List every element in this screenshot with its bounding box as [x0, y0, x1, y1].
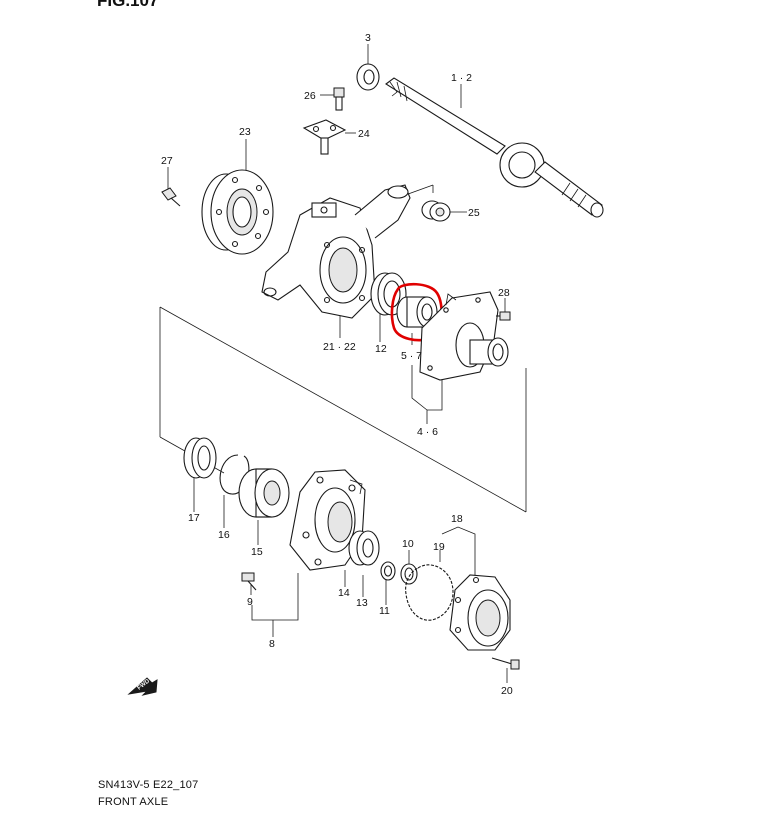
part-10-washer: [400, 563, 418, 585]
label-12: 12: [375, 343, 387, 355]
label-10: 10: [402, 538, 414, 550]
label-23: 23: [239, 126, 251, 138]
label-3: 3: [365, 32, 371, 44]
forward-direction-arrow: FWD: [127, 677, 158, 696]
label-26: 26: [304, 90, 316, 102]
label-8: 8: [269, 638, 275, 650]
label-17: 17: [188, 512, 200, 524]
part-25-bearing: [421, 200, 451, 222]
part-4-6-spindle: [419, 291, 509, 381]
part-24-plate: [302, 119, 347, 155]
label-21-22: 21 · 22: [323, 341, 356, 353]
part-11-ring: [380, 561, 396, 581]
part-23-housing: [201, 169, 274, 255]
diagram-title: FRONT AXLE: [98, 796, 169, 808]
part-17-seal: [183, 437, 217, 479]
label-25: 25: [468, 207, 480, 219]
label-1-2: 1 · 2: [451, 72, 472, 84]
part-14-hub: [289, 469, 366, 571]
label-14: 14: [338, 587, 350, 599]
label-20: 20: [501, 685, 513, 697]
label-15: 15: [251, 546, 263, 558]
label-28: 28: [498, 287, 510, 299]
figure-title: FIG.107: [97, 0, 158, 10]
label-4-6: 4 · 6: [417, 426, 438, 438]
part-20-bolt: [491, 657, 520, 670]
label-11: 11: [379, 605, 390, 617]
part-13-seal: [348, 530, 380, 566]
part-28-bolt: [496, 311, 511, 321]
diagram-code: SN413V-5 E22_107: [98, 779, 199, 791]
part-3-seal: [356, 63, 380, 91]
label-19: 19: [433, 541, 445, 553]
part-16-snap-ring: [219, 454, 250, 495]
leader-lines: [167, 44, 508, 683]
label-13: 13: [356, 597, 368, 609]
part-21-22-steering-knuckle: [261, 184, 411, 319]
label-16: 16: [218, 529, 230, 541]
label-27: 27: [161, 155, 173, 167]
part-19-gasket: [405, 564, 454, 621]
part-1-2-drive-shaft: [385, 77, 604, 218]
part-number-labels: 3 1 · 2 26 24 23 27 25 28 21 · 22 12 5 ·…: [161, 32, 513, 697]
part-18-hub-cap: [449, 574, 511, 651]
label-9: 9: [247, 596, 253, 608]
label-5-7: 5 · 7: [401, 350, 422, 362]
part-27-bolt: [161, 187, 181, 207]
part-15-bearing: [238, 468, 290, 518]
label-24: 24: [358, 128, 370, 140]
part-26-bolt: [333, 87, 345, 111]
label-18: 18: [451, 513, 463, 525]
part-9-stud: [241, 572, 257, 591]
